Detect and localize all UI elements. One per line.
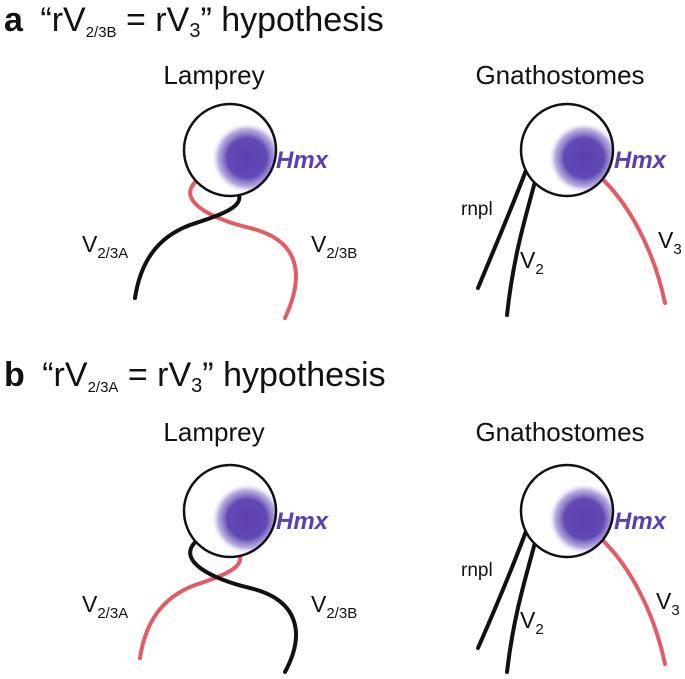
lamprey-title: Lamprey [163,60,264,90]
hmx-label: Hmx [276,147,330,174]
nerve-rnpl [476,163,530,290]
nerve-v2 [505,168,540,317]
nerve-rnpl [476,524,530,650]
hmx-label: Hmx [276,508,330,535]
panel-b: b “rV2/3A = rV3” hypothesis Lamprey Hmx … [4,356,680,674]
gnathostomes-title: Gnathostomes [475,60,644,90]
gnathostomes-title: Gnathostomes [475,417,644,447]
label-v2: V2 [520,247,544,278]
panel-a-lamprey: Lamprey Hmx V2/3A V2/3B [82,60,357,320]
hmx-expression-domain [548,122,613,194]
hmx-label: Hmx [614,147,668,174]
label-v23a: V2/3A [82,591,128,622]
panel-b-gnathostomes: Gnathostomes Hmx rnpl V2 V3 [461,417,680,674]
panel-a: a “rV2/3B = rV3” hypothesis Lamprey Hmx … [4,1,682,320]
panel-b-letter: b [4,356,25,394]
ganglion-outline [519,463,615,559]
nerve-v3 [590,529,667,666]
hmx-expression-domain [211,122,276,194]
nerve-v23b [188,536,298,674]
label-rnpl: rnpl [461,560,493,581]
label-rnpl: rnpl [461,199,493,220]
panel-b-heading: b “rV2/3A = rV3” hypothesis [4,356,386,397]
label-v23b: V2/3B [311,591,357,622]
ganglion-outline [182,102,278,198]
label-v3: V3 [656,588,680,619]
panel-a-heading: a “rV2/3B = rV3” hypothesis [4,1,384,42]
hmx-label: Hmx [614,508,668,535]
label-v3: V3 [658,227,682,258]
label-v23b: V2/3B [311,231,357,262]
nerve-v23a [133,184,242,300]
panel-a-gnathostomes: Gnathostomes Hmx rnpl V2 V3 [461,60,682,317]
nerve-v23a [138,544,242,660]
label-v23a: V2/3A [82,231,128,262]
hmx-expression-domain [548,483,613,555]
panel-b-lamprey: Lamprey Hmx V2/3A V2/3B [82,417,357,674]
nerve-v3 [590,168,667,305]
ganglion-outline [519,102,615,198]
label-v2: V2 [520,607,544,638]
hmx-expression-domain [211,483,276,555]
nerve-v23b [188,176,298,320]
ganglion-outline [182,463,278,559]
lamprey-title: Lamprey [163,417,264,447]
panel-a-letter: a [4,1,24,39]
nerve-v2 [505,529,540,674]
